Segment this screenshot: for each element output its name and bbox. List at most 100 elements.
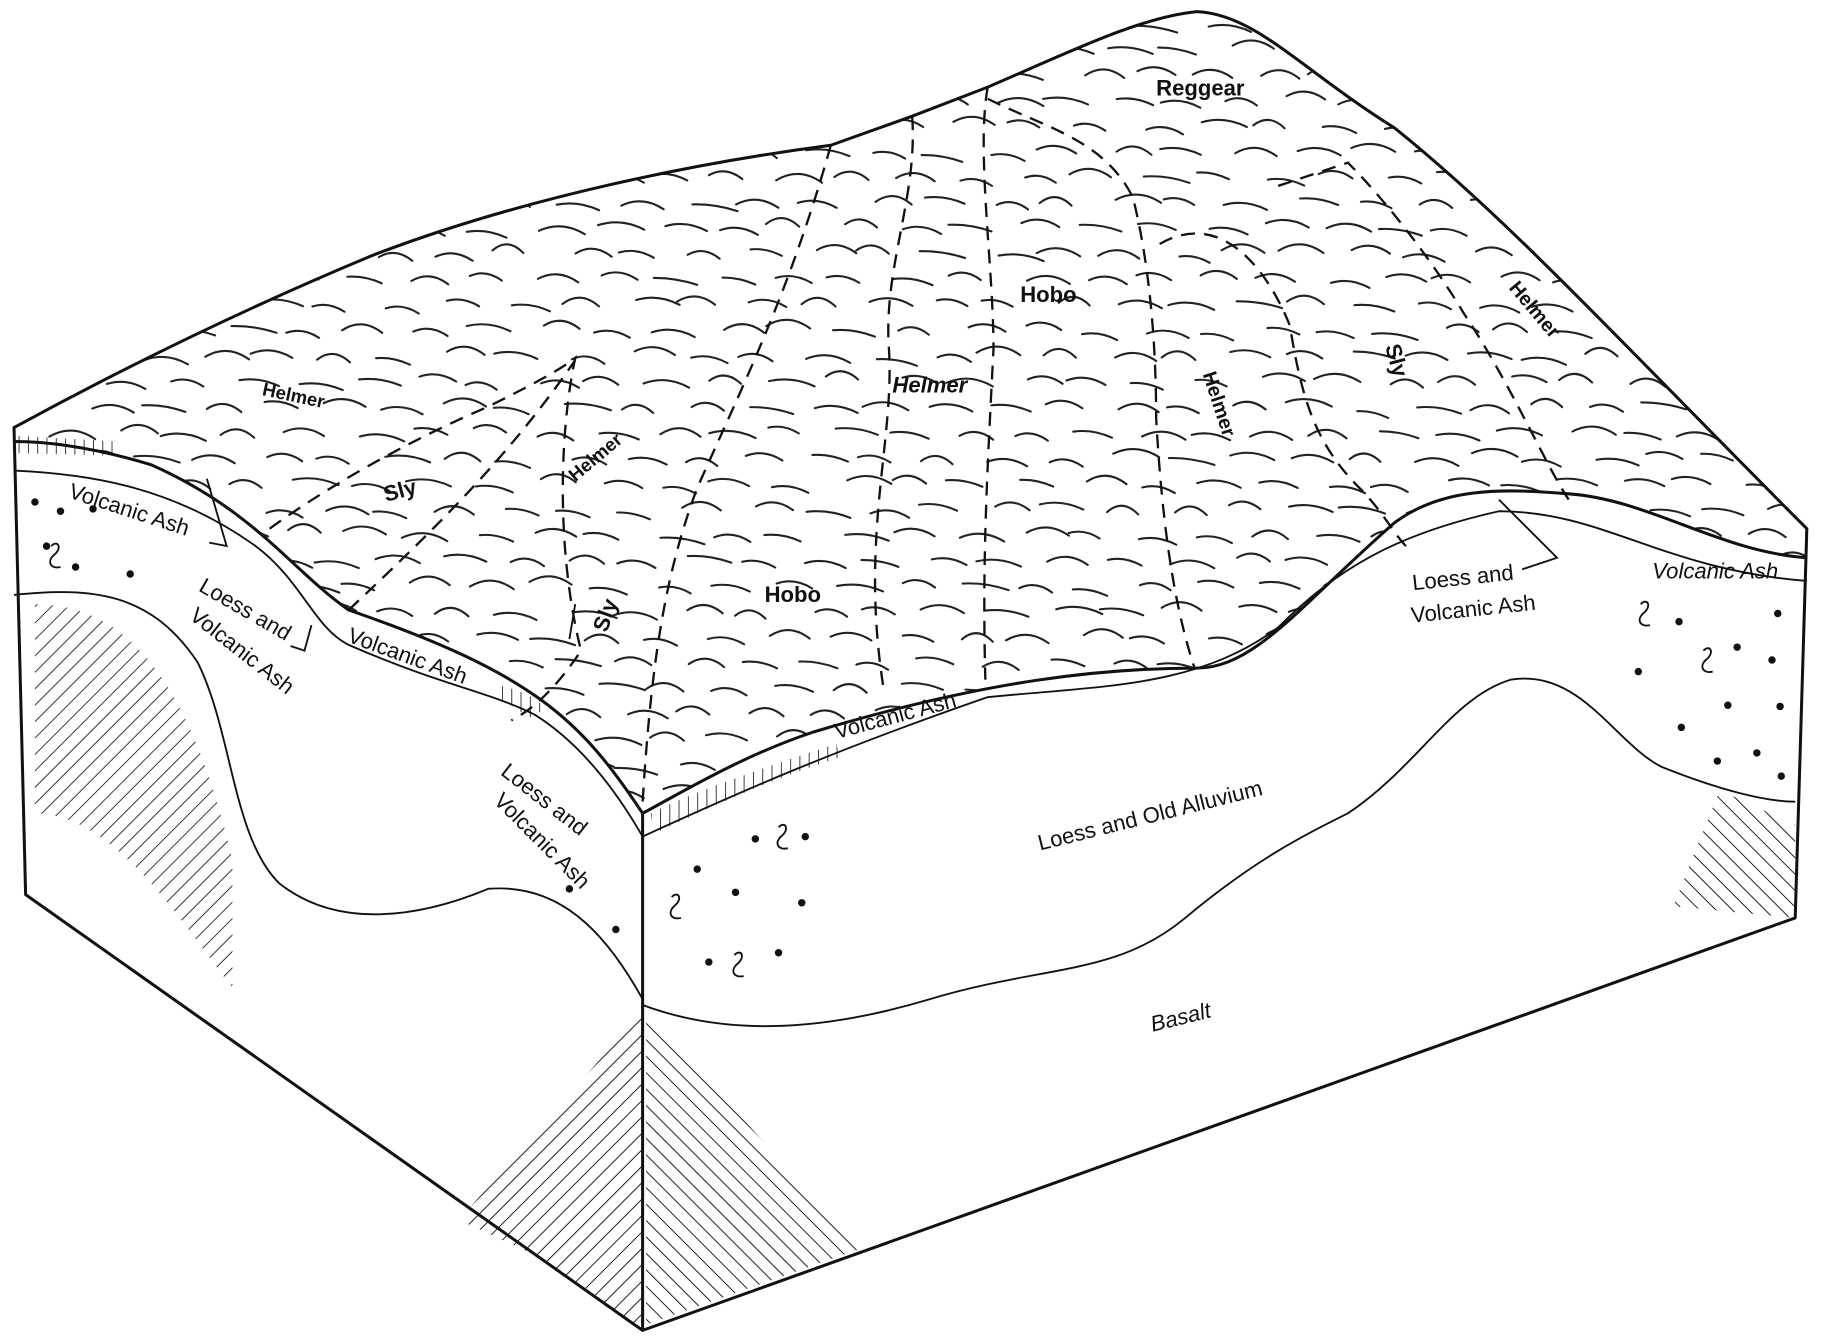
hachure-stroke: [228, 479, 263, 489]
hachure-stroke: [1794, 179, 1807, 189]
sediment-symbols: [31, 498, 1785, 978]
hachure-stroke: [1167, 456, 1216, 466]
hachure-stroke: [1414, 457, 1460, 467]
hachure-stroke: [272, 199, 317, 209]
dot-symbol: [731, 888, 740, 897]
dot-symbol: [565, 885, 574, 893]
hachure-stroke: [44, 173, 86, 184]
hachure-stroke: [1072, 122, 1107, 132]
hachure-stroke: [358, 433, 406, 443]
squiggle-symbol: [776, 823, 789, 850]
hachure-stroke: [1048, 458, 1084, 468]
hachure-stroke: [874, 195, 913, 206]
hachure-stroke: [1381, 65, 1416, 76]
hachure-stroke: [1595, 245, 1632, 257]
hachure-stroke: [472, 174, 520, 185]
leader-sly-front: [568, 604, 577, 640]
hachure-stroke: [508, 659, 544, 669]
hachure-stroke: [571, 456, 608, 466]
hachure-stroke: [984, 608, 1030, 618]
hachure-stroke: [1809, 375, 1822, 383]
hachure-stroke: [805, 148, 851, 158]
hachure-stroke: [391, 99, 430, 109]
hachure-stroke: [149, 605, 197, 616]
hachure-stroke: [588, 586, 628, 596]
hachure-stroke: [1042, 96, 1090, 106]
hachure-stroke: [975, 558, 1022, 568]
hachure-stroke: [1520, 458, 1562, 468]
hachure-stroke: [706, 636, 746, 646]
hachure-stroke: [768, 629, 811, 640]
hachure-stroke: [675, 295, 717, 306]
label-basalt: Basalt: [1148, 997, 1214, 1036]
hachure-stroke: [645, 682, 685, 693]
hachure-stroke: [1264, 218, 1310, 229]
hachure-stroke: [1458, 811, 1502, 814]
hachure-stroke: [767, 378, 816, 388]
hachure-stroke: [1199, 270, 1238, 280]
hachure-stroke: [742, 93, 775, 104]
hachure-stroke: [1401, 48, 1438, 58]
hachure-stroke: [323, 759, 359, 769]
hachure-stroke: [1189, 685, 1226, 697]
hachure-stroke: [1038, 501, 1085, 511]
hachure-stroke: [1690, 330, 1736, 340]
hachure-stroke: [690, 355, 729, 365]
hachure-stroke: [1284, 556, 1329, 566]
hachure-stroke: [627, 456, 668, 466]
hachure-stroke: [582, 531, 620, 541]
hachure-stroke: [1307, 428, 1348, 440]
hachure-stroke: [69, 94, 111, 104]
hachure-stroke: [901, 225, 943, 236]
label-volcanic-ash-right: Volcanic Ash: [1652, 559, 1778, 584]
hachure-stroke: [1804, 527, 1807, 538]
hachure-stroke: [322, 202, 359, 212]
hachure-stroke: [1716, 762, 1761, 772]
hachure-stroke: [285, 329, 321, 339]
hachure-stroke: [105, 380, 147, 390]
hachure-stroke: [1458, 707, 1505, 717]
hachure-stroke: [234, 273, 282, 284]
hachure-stroke: [960, 632, 994, 643]
hachure-stroke: [947, 223, 993, 233]
hachure-stroke: [1520, 356, 1568, 366]
hachure-stroke: [1568, 75, 1610, 85]
hachure-stroke: [594, 19, 630, 29]
hachure-stroke: [1308, 740, 1349, 750]
hachure-stroke: [1277, 755, 1314, 766]
hachure-stroke: [1599, 712, 1648, 722]
hachure-stroke: [321, 46, 354, 55]
hachure-stroke: [1315, 330, 1355, 340]
hachure-stroke: [872, 150, 907, 160]
hachure-stroke: [809, 763, 851, 773]
hachure-stroke: [984, 41, 1033, 51]
hachure-stroke: [1014, 432, 1049, 442]
hachure-stroke: [1399, 656, 1447, 665]
hachure-stroke: [1222, 201, 1269, 211]
hachure-stroke: [813, 404, 859, 415]
hachure-stroke: [997, 97, 1045, 108]
hachure-stroke: [49, 18, 84, 29]
hachure-stroke: [1417, 301, 1453, 311]
hachure-stroke: [474, 484, 514, 494]
hachure-stroke: [1015, 22, 1055, 32]
hachure-stroke: [1500, 633, 1542, 644]
hachure-stroke: [1316, 533, 1361, 543]
hachure-stroke: [1631, 123, 1669, 134]
hachure-stroke: [1448, 477, 1491, 487]
hachure-stroke: [1741, 630, 1788, 640]
hachure-stroke: [433, 606, 470, 618]
hachure-stroke: [1338, 655, 1387, 666]
hachure-stroke: [891, 474, 928, 485]
hachure-stroke: [1138, 685, 1178, 697]
hachure-stroke: [633, 346, 677, 357]
hachure-stroke: [686, 554, 733, 564]
hachure-stroke: [1734, 734, 1784, 744]
dot-symbol: [1634, 667, 1643, 676]
hachure-stroke: [1521, 94, 1566, 103]
hachure-stroke: [1168, 762, 1217, 772]
hachure-stroke: [1025, 274, 1071, 286]
hachure-stroke: [613, 766, 659, 776]
hachure-stroke: [383, 761, 422, 771]
hachure-stroke: [1703, 401, 1749, 410]
